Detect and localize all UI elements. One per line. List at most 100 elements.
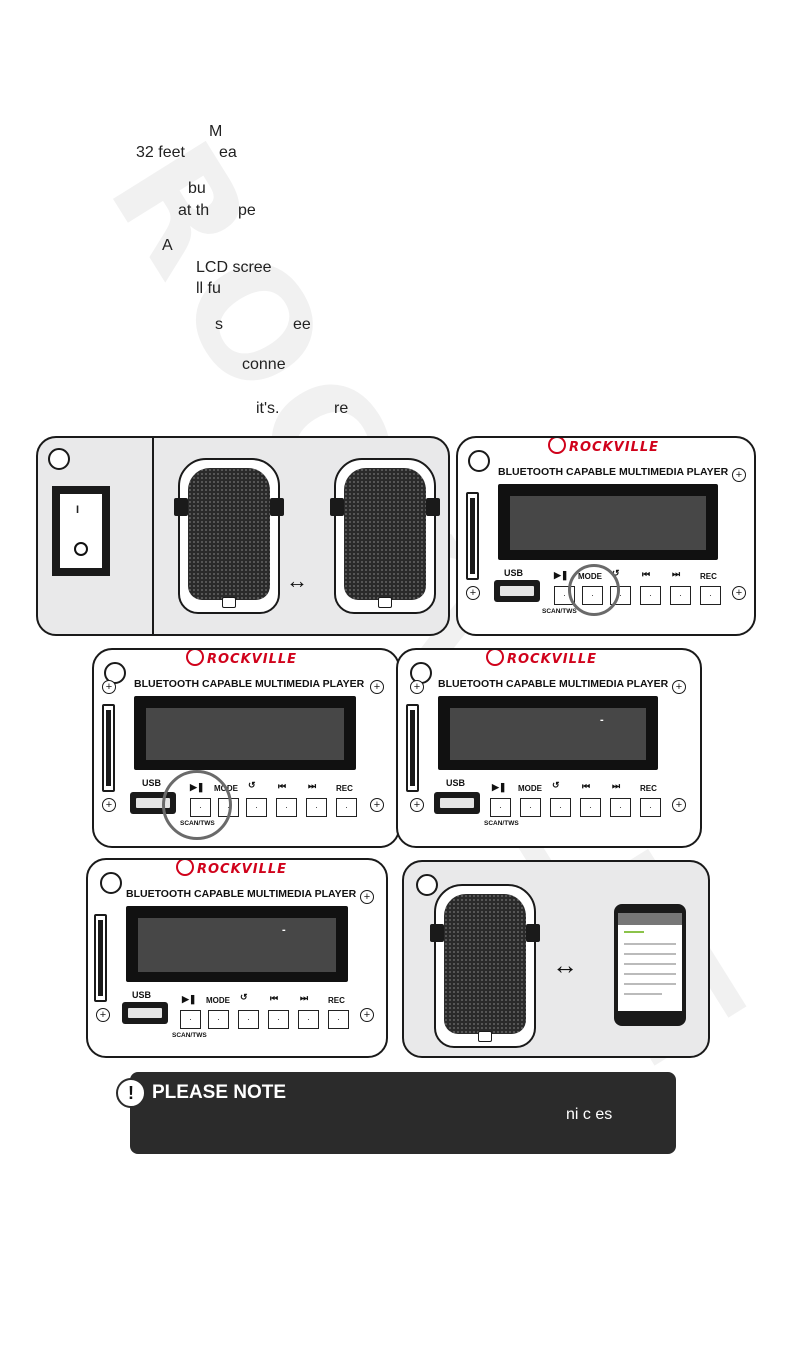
step-panel-pairing: ROCKVILLE BLUETOOTH CAPABLE MULTIMEDIA P… — [396, 648, 702, 848]
sd-card-slot[interactable] — [102, 704, 115, 792]
screw-icon: + — [96, 1008, 110, 1022]
screw-icon: + — [370, 680, 384, 694]
text-fragment: LCD scree — [196, 259, 272, 276]
usb-label: USB — [132, 990, 152, 1000]
highlight-circle — [162, 770, 232, 840]
previous-button[interactable] — [640, 586, 661, 605]
repeat-icon: ↺ — [552, 780, 560, 790]
usb-label: USB — [446, 778, 466, 788]
sd-card-slot[interactable] — [94, 914, 107, 1002]
play-pause-label: ▶❚ — [554, 570, 569, 580]
text-fragment: it's. — [256, 400, 280, 417]
previous-button[interactable] — [268, 1010, 289, 1029]
power-switch[interactable]: I — [52, 486, 110, 576]
usb-port[interactable] — [434, 792, 480, 814]
repeat-icon: ↺ — [612, 568, 620, 578]
play-pause-button[interactable] — [490, 798, 511, 817]
sd-card-slot[interactable] — [466, 492, 479, 580]
screw-icon: + — [410, 798, 424, 812]
rockville-logo: ROCKVILLE — [486, 650, 597, 667]
speaker-handle — [270, 498, 284, 516]
next-icon: ⏭ — [300, 993, 309, 1003]
previous-icon: ⏮ — [642, 569, 651, 579]
repeat-button[interactable] — [246, 798, 267, 817]
mode-button[interactable] — [208, 1010, 229, 1029]
switch-face: I — [59, 493, 103, 569]
usb-port[interactable] — [122, 1002, 168, 1024]
text-fragment: ee — [293, 316, 311, 333]
speaker-handle — [526, 924, 540, 942]
sd-card-slot[interactable] — [406, 704, 419, 792]
rec-label: REC — [328, 996, 345, 1005]
divider — [152, 438, 154, 634]
text-fragment: M — [209, 123, 223, 140]
repeat-button[interactable] — [550, 798, 571, 817]
note-text-fragment: ni c es — [566, 1106, 613, 1123]
play-pause-label: ▶❚ — [182, 994, 197, 1004]
exclamation-icon: ! — [116, 1078, 146, 1108]
usb-label: USB — [142, 778, 162, 788]
rec-button[interactable] — [640, 798, 661, 817]
usb-label: USB — [504, 568, 524, 578]
repeat-icon: ↺ — [248, 780, 256, 790]
rec-label: REC — [700, 572, 717, 581]
switch-on-mark: I — [76, 504, 80, 516]
previous-button[interactable] — [580, 798, 601, 817]
speaker-handle — [426, 498, 440, 516]
text-fragment: conne — [242, 356, 286, 373]
next-button[interactable] — [610, 798, 631, 817]
screw-icon: + — [102, 798, 116, 812]
highlight-circle — [568, 564, 620, 616]
play-pause-button[interactable] — [180, 1010, 201, 1029]
lcd-screen: - — [126, 906, 348, 982]
lcd-screen — [134, 696, 356, 770]
double-arrow-icon: ↔ — [286, 568, 308, 593]
screw-icon: + — [370, 798, 384, 812]
step-panel-power-pair: I ↔ — [36, 436, 450, 636]
rockville-logo: ROCKVILLE — [548, 438, 659, 455]
previous-icon: ⏮ — [278, 781, 287, 791]
speaker-handle — [430, 924, 444, 942]
speaker-logo-badge — [478, 1031, 492, 1042]
step-panel-play: ROCKVILLE BLUETOOTH CAPABLE MULTIMEDIA P… — [92, 648, 400, 848]
step-number-circle — [468, 450, 490, 472]
repeat-icon: ↺ — [240, 992, 248, 1002]
text-fragment: ll fu — [196, 280, 221, 297]
play-pause-label: ▶❚ — [492, 782, 507, 792]
next-button[interactable] — [298, 1010, 319, 1029]
text-fragment: A — [162, 237, 173, 254]
step-panel-phone-pair: ↔ — [402, 860, 710, 1058]
speaker-grille — [344, 468, 426, 600]
text-fragment: pe — [238, 202, 256, 219]
next-icon: ⏭ — [612, 781, 621, 791]
speaker-handle — [174, 498, 188, 516]
scan-tws-label: SCAN/TWS — [484, 820, 519, 827]
please-note-box: ! PLEASE NOTE ni c es — [116, 1072, 676, 1154]
mode-label: MODE — [518, 784, 542, 793]
repeat-button[interactable] — [238, 1010, 259, 1029]
usb-port[interactable] — [494, 580, 540, 602]
speaker-grille — [188, 468, 270, 600]
switch-off-mark — [74, 542, 88, 556]
text-fragment: 32 feet — [136, 144, 185, 161]
previous-button[interactable] — [276, 798, 297, 817]
screw-icon: + — [360, 890, 374, 904]
rec-button[interactable] — [328, 1010, 349, 1029]
note-title: PLEASE NOTE — [152, 1082, 287, 1103]
speaker-left — [174, 458, 284, 614]
previous-icon: ⏮ — [582, 781, 591, 791]
lcd-text: - — [600, 714, 604, 726]
rec-button[interactable] — [700, 586, 721, 605]
phone-screen — [618, 913, 682, 1011]
rockville-logo: ROCKVILLE — [186, 650, 297, 667]
text-fragment: bu — [188, 180, 206, 197]
next-button[interactable] — [670, 586, 691, 605]
smartphone — [614, 904, 686, 1026]
screw-icon: + — [466, 586, 480, 600]
speaker-logo-badge — [222, 597, 236, 608]
rec-button[interactable] — [336, 798, 357, 817]
next-button[interactable] — [306, 798, 327, 817]
next-icon: ⏭ — [672, 569, 681, 579]
mode-button[interactable] — [520, 798, 541, 817]
player-title: BLUETOOTH CAPABLE MULTIMEDIA PLAYER — [134, 678, 365, 690]
